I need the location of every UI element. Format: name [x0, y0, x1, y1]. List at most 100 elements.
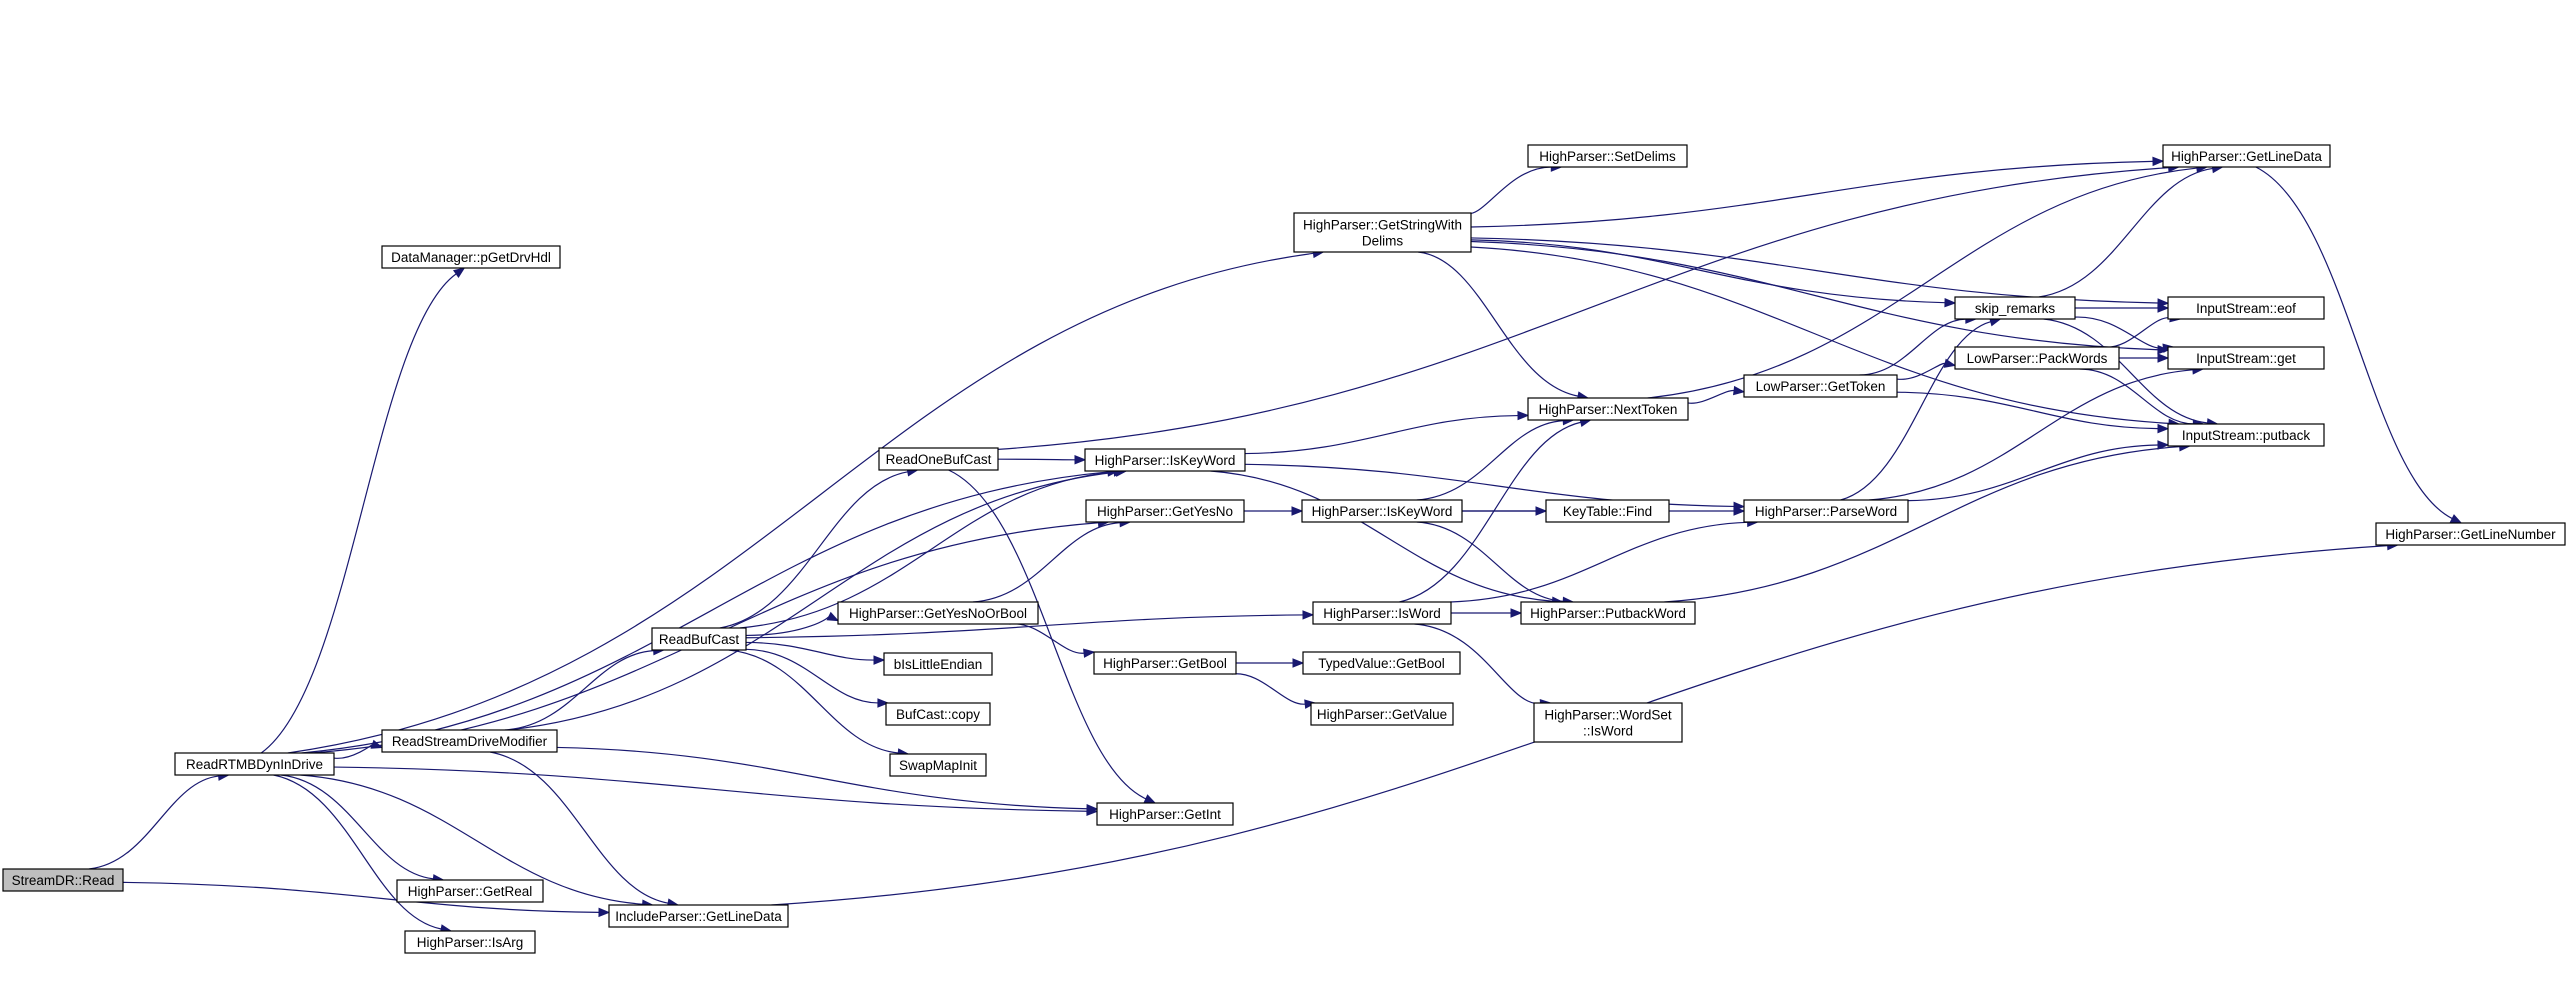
node-label-inputstream_get-0: InputStream::get [2196, 351, 2296, 366]
node-box-inputstream_get [2167, 346, 2325, 370]
arrowhead-readonebufcast-to-hp_getint [1143, 794, 1157, 804]
node-label-hp_getyesnoorbool-0: HighParser::GetYesNoOrBool [849, 606, 1027, 621]
node-hp_putbackword[interactable]: HighParser::PutbackWord [1520, 601, 1696, 625]
edge-hp_iskeyword_b-to-hp_nexttoken [1416, 420, 1564, 501]
node-readbufcast[interactable]: ReadBufCast [651, 627, 747, 651]
arrowhead-readonebufcast-to-hp_iskeyword_a [1074, 455, 1087, 465]
node-box-hp_getlinenumber [2375, 522, 2566, 546]
node-hp_getlinenumber[interactable]: HighParser::GetLineNumber [2375, 522, 2566, 546]
edge-readrtmb-to-hp_getint [333, 766, 1088, 812]
node-hp_parseword[interactable]: HighParser::ParseWord [1743, 499, 1909, 523]
node-hp_iskeyword_a[interactable]: HighParser::IsKeyWord [1084, 448, 1246, 472]
edge-lowparser_gettoken-to-skip_remarks [1859, 318, 1966, 376]
node-bufcast_copy[interactable]: BufCast::copy [885, 702, 991, 726]
node-label-hp_getyesno-0: HighParser::GetYesNo [1097, 504, 1233, 519]
node-label-hp_getreal-0: HighParser::GetReal [408, 884, 533, 899]
node-hp_getyesno[interactable]: HighParser::GetYesNo [1085, 499, 1245, 523]
node-label-bufcast_copy-0: BufCast::copy [896, 707, 980, 722]
node-bislittleendian[interactable]: bIsLittleEndian [883, 652, 993, 676]
node-label-hp_setdelims-0: HighParser::SetDelims [1539, 149, 1676, 164]
edge-readbufcast-to-swapmapinit [728, 649, 899, 754]
node-inputstream_eof[interactable]: InputStream::eof [2167, 296, 2325, 320]
node-readonebufcast[interactable]: ReadOneBufCast [878, 447, 999, 471]
edge-hp_isword-to-hp_wordset_isword [1414, 623, 1541, 705]
arrowhead-hp_isword-to-hp_putbackword [1510, 608, 1523, 618]
node-box-includeparser_getlinedata [608, 904, 789, 928]
edge-hp_isword-to-hp_nexttoken [1399, 421, 1581, 603]
node-label-hp_nexttoken-0: HighParser::NextToken [1539, 402, 1678, 417]
node-label-streamdr_read-0: StreamDR::Read [12, 873, 115, 888]
edge-lowparser_packwords-to-inputstream_putback [2079, 368, 2194, 425]
arrowhead-hp_getstringwithdelims-to-hp_getlinedata [2152, 156, 2165, 167]
node-skip_remarks[interactable]: skip_remarks [1954, 296, 2076, 320]
arrowhead-hp_getbool-to-hp_getvalue [1304, 699, 1317, 709]
node-label-swapmapinit-0: SwapMapInit [899, 758, 977, 773]
node-label-datamanager_pgetdrvhdl-0: DataManager::pGetDrvHdl [391, 250, 551, 265]
node-box-streamdr_read [2, 868, 124, 892]
edge-lowparser_packwords-to-inputstream_eof [2102, 317, 2171, 348]
edge-hp_parseword-to-inputstream_putback [1907, 444, 2159, 502]
edge-hp_iskeyword_a-to-hp_putbackword [1210, 470, 1553, 602]
node-hp_getvalue[interactable]: HighParser::GetValue [1310, 702, 1454, 726]
node-label-lowparser_packwords-0: LowParser::PackWords [1967, 351, 2108, 366]
node-hp_isword[interactable]: HighParser::IsWord [1312, 601, 1452, 625]
node-typedvalue_getbool[interactable]: TypedValue::GetBool [1302, 651, 1461, 675]
node-hp_nexttoken[interactable]: HighParser::NextToken [1527, 397, 1689, 421]
node-lowparser_gettoken[interactable]: LowParser::GetToken [1743, 374, 1898, 398]
node-hp_getbool[interactable]: HighParser::GetBool [1093, 651, 1237, 675]
node-inputstream_get[interactable]: InputStream::get [2167, 346, 2325, 370]
node-readrtmb[interactable]: ReadRTMBDynInDrive [174, 752, 335, 776]
edge-readbufcast-to-hp_isword [745, 614, 1304, 639]
node-hp_getreal[interactable]: HighParser::GetReal [396, 879, 544, 903]
edge-readonebufcast-to-hp_getint [948, 469, 1147, 800]
edge-hp_iskeyword_b-to-hp_putbackword [1416, 521, 1564, 602]
node-box-hp_getreal [396, 879, 544, 903]
node-hp_setdelims[interactable]: HighParser::SetDelims [1527, 144, 1688, 168]
edge-readrtmb-to-includeparser_getlinedata [300, 774, 643, 905]
node-label-hp_getbool-0: HighParser::GetBool [1103, 656, 1227, 671]
edge-hp_getbool-to-hp_getvalue [1231, 673, 1306, 705]
node-lowparser_packwords[interactable]: LowParser::PackWords [1954, 346, 2120, 370]
node-streamdr_read[interactable]: StreamDR::Read [2, 868, 124, 892]
edge-hp_iskeyword_a-to-hp_nexttoken [1244, 414, 1519, 455]
node-hp_getint[interactable]: HighParser::GetInt [1096, 802, 1234, 826]
edge-readbufcast-to-hp_iskeyword_a [739, 471, 1115, 629]
arrowhead-streamdr_read-to-includeparser_getlinedata [598, 907, 611, 918]
node-box-lowparser_gettoken [1743, 374, 1898, 398]
edge-readbufcast-to-bufcast_copy [745, 648, 878, 704]
edge-readbufcast-to-bislittleendian [745, 641, 875, 661]
node-label-readonebufcast-0: ReadOneBufCast [886, 452, 992, 467]
node-box-readbufcast [651, 627, 747, 651]
node-keytable_find[interactable]: KeyTable::Find [1545, 499, 1670, 523]
node-datamanager_pgetdrvhdl[interactable]: DataManager::pGetDrvHdl [381, 245, 561, 269]
arrowhead-readbufcast-to-hp_isword [1302, 610, 1315, 620]
node-box-hp_getstringwithdelims [1293, 212, 1472, 253]
node-hp_isarg[interactable]: HighParser::IsArg [404, 930, 536, 954]
edge-hp_getstringwithdelims-to-inputstream_putback [1470, 246, 2170, 424]
node-box-hp_setdelims [1527, 144, 1688, 168]
node-swapmapinit[interactable]: SwapMapInit [889, 753, 987, 777]
node-hp_wordset_isword[interactable]: HighParser::WordSet::IsWord [1533, 702, 1683, 743]
node-includeparser_getlinedata[interactable]: IncludeParser::GetLineData [608, 904, 789, 928]
edge-readrtmb-to-datamanager_pgetdrvhdl [260, 273, 457, 754]
node-label-hp_iskeyword_b-0: HighParser::IsKeyWord [1312, 504, 1453, 519]
node-readstreamdrivemodifier[interactable]: ReadStreamDriveModifier [381, 729, 558, 753]
edge-hp_parseword-to-skip_remarks [1840, 321, 1991, 501]
node-box-readstreamdrivemodifier [381, 729, 558, 753]
node-box-lowparser_packwords [1954, 346, 2120, 370]
node-box-hp_getint [1096, 802, 1234, 826]
edge-readstreamdrivemodifier-to-hp_getint [556, 746, 1088, 810]
node-label-hp_wordset_isword-0: HighParser::WordSet [1544, 708, 1672, 723]
edge-streamdr_read-to-includeparser_getlinedata [122, 881, 600, 913]
node-box-hp_putbackword [1520, 601, 1696, 625]
node-box-swapmapinit [889, 753, 987, 777]
node-hp_getyesnoorbool[interactable]: HighParser::GetYesNoOrBool [837, 601, 1039, 625]
node-hp_iskeyword_b[interactable]: HighParser::IsKeyWord [1301, 499, 1463, 523]
node-inputstream_putback[interactable]: InputStream::putback [2167, 423, 2325, 447]
node-label-skip_remarks-0: skip_remarks [1975, 301, 2056, 316]
node-box-hp_getbool [1093, 651, 1237, 675]
node-label-hp_getint-0: HighParser::GetInt [1109, 807, 1221, 822]
node-hp_getlinedata[interactable]: HighParser::GetLineData [2162, 144, 2331, 168]
